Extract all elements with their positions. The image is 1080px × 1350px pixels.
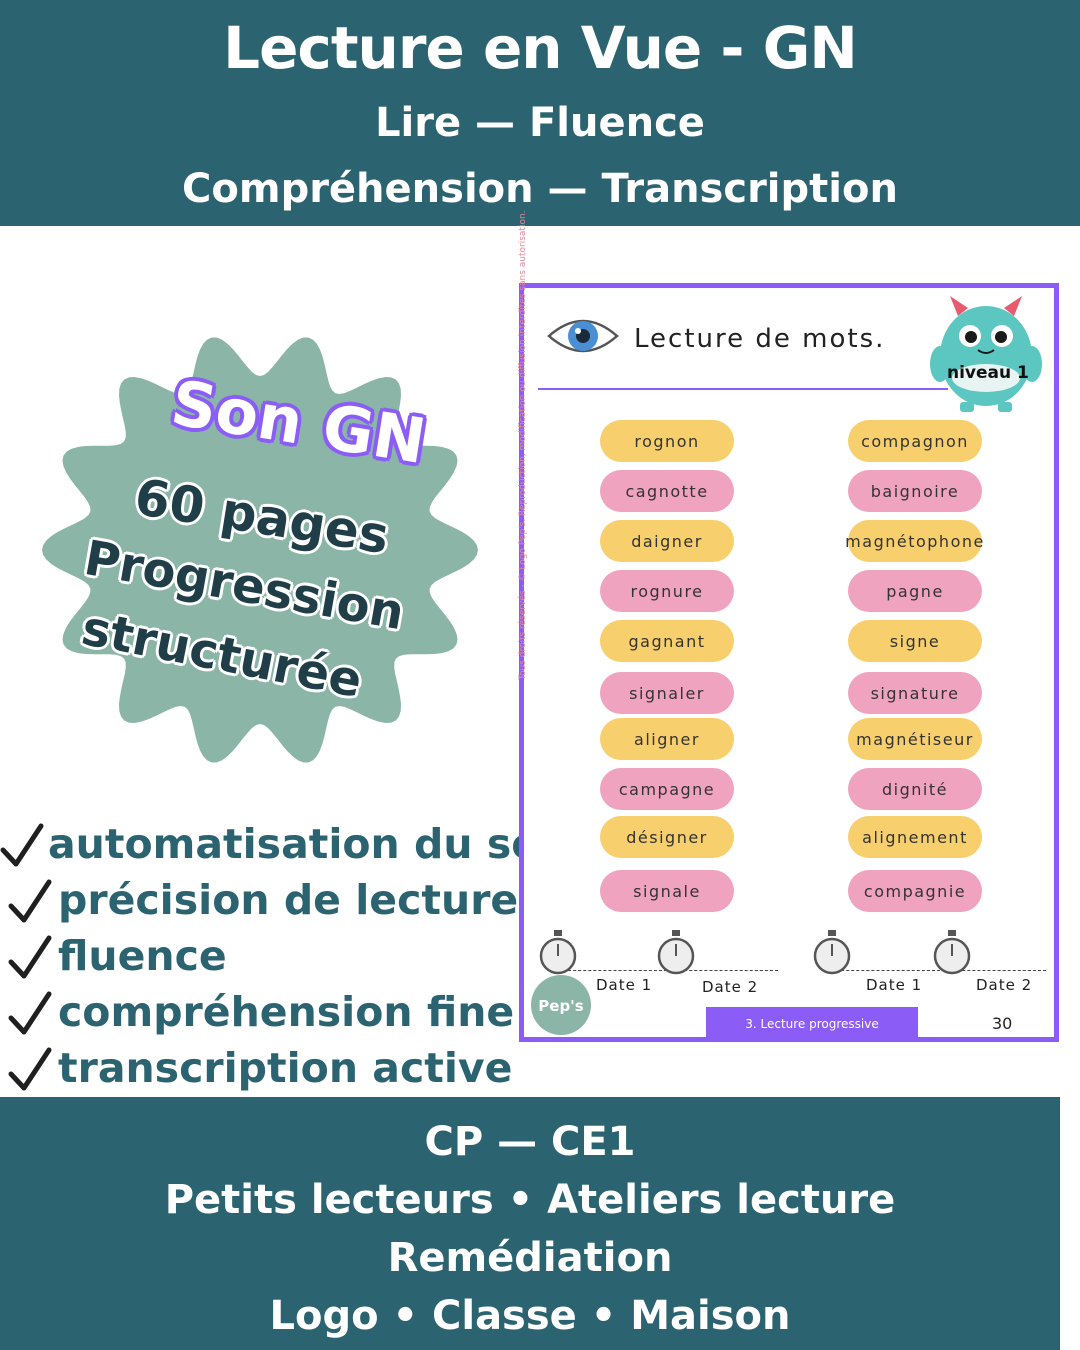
worksheet-title: Lecture de mots. — [634, 324, 886, 354]
scalloped-badge — [40, 330, 480, 770]
word-pill: gagnant — [600, 620, 734, 662]
date-label: Date 2 — [702, 978, 759, 996]
peps-logo-icon: Pep's — [531, 975, 591, 1035]
list-item: transcription active — [0, 1042, 520, 1098]
list-item: fluence — [0, 930, 520, 986]
check-icon — [0, 823, 44, 867]
feature-checklist: automatisation du son précision de lectu… — [0, 818, 569, 1098]
word-pill: rognure — [600, 570, 734, 612]
word-pill: pagne — [848, 570, 982, 612]
footer-banner: CP — CE1 Petits lecteurs • Ateliers lect… — [0, 1097, 1060, 1350]
header-subtitle-2: Compréhension — Transcription — [182, 166, 898, 212]
timer-line — [826, 970, 1046, 971]
word-pill: magnétiseur — [848, 718, 982, 760]
badge-shape — [42, 337, 478, 763]
word-pill: compagnie — [848, 870, 982, 912]
remediation-line: Remédiation — [387, 1235, 673, 1281]
word-pill: signaler — [600, 672, 734, 714]
stopwatch-icon — [657, 930, 695, 975]
list-item: compréhension fine — [0, 986, 520, 1042]
word-pill: aligner — [600, 718, 734, 760]
word-pill: alignement — [848, 816, 982, 858]
check-icon — [8, 935, 52, 979]
grade-levels: CP — CE1 — [424, 1119, 636, 1165]
title-divider — [538, 388, 948, 390]
audience-line: Petits lecteurs • Ateliers lecture — [164, 1177, 896, 1223]
page-title: Lecture en Vue - GN — [223, 14, 858, 82]
word-pill: cagnotte — [600, 470, 734, 512]
settings-line: Logo • Classe • Maison — [269, 1293, 791, 1339]
stopwatch-icon — [933, 930, 971, 975]
word-pill: signale — [600, 870, 734, 912]
list-item: automatisation du son — [0, 818, 569, 874]
header-subtitle-1: Lire — Fluence — [375, 100, 705, 146]
check-icon — [8, 879, 52, 923]
word-pill: signature — [848, 672, 982, 714]
date-label: Date 2 — [976, 976, 1033, 994]
checklist-label: transcription active — [58, 1044, 513, 1092]
list-item: précision de lecture — [0, 874, 520, 930]
check-icon — [8, 1047, 52, 1091]
word-pill: daigner — [600, 520, 734, 562]
word-pill: baignoire — [848, 470, 982, 512]
stopwatch-icon — [539, 930, 577, 975]
check-icon — [8, 991, 52, 1035]
checklist-label: compréhension fine — [58, 988, 515, 1036]
eye-icon — [547, 319, 619, 353]
level-label: niveau 1 — [947, 363, 1029, 383]
header-banner: Lecture en Vue - GN Lire — Fluence Compr… — [0, 0, 1080, 226]
word-pill: magnétophone — [845, 520, 983, 562]
checklist-label: précision de lecture — [58, 876, 519, 924]
section-label-bar: 3. Lecture progressive — [706, 1007, 918, 1041]
logo-text: Pep's — [538, 997, 583, 1015]
date-label: Date 1 — [596, 976, 653, 994]
date-label: Date 1 — [866, 976, 923, 994]
word-pill: compagnon — [848, 420, 982, 462]
copyright-notice: Tous droits réservés - © Logo Pep's. Rep… — [518, 210, 528, 680]
worksheet-preview: Lecture de mots. niveau 1 rognon cagnotte… — [519, 283, 1059, 1042]
word-pill: campagne — [600, 768, 734, 810]
word-pill: désigner — [600, 816, 734, 858]
word-pill: signe — [848, 620, 982, 662]
checklist-label: fluence — [58, 932, 227, 980]
word-pill: dignité — [848, 768, 982, 810]
page-number: 30 — [992, 1014, 1013, 1033]
checklist-label: automatisation du son — [48, 820, 569, 868]
stopwatch-icon — [813, 930, 851, 975]
word-pill: rognon — [600, 420, 734, 462]
monster-mascot-icon — [930, 296, 1042, 412]
